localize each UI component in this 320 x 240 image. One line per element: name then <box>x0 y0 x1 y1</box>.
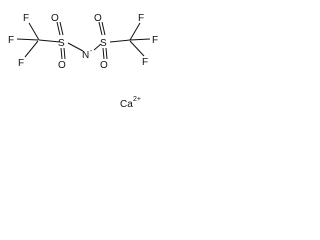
bond-s1-o2-a <box>60 47 63 60</box>
bond-c2-f5 <box>129 38 151 41</box>
atom-f4: F <box>138 13 144 24</box>
bond-c1-s1 <box>38 39 61 43</box>
atom-o3: O <box>94 13 102 24</box>
bond-f3-c1 <box>24 40 39 58</box>
bond-n-s2 <box>93 43 102 51</box>
bond-f1-c1 <box>28 22 40 41</box>
bond-c2-f6 <box>129 40 145 57</box>
bond-s1-o1-a <box>56 21 61 36</box>
chemical-structure: F F F S O O N - S O O F F F Ca 2+ <box>0 0 173 122</box>
atom-f1: F <box>23 13 29 24</box>
atom-f2: F <box>8 35 14 46</box>
atom-o1: O <box>51 13 59 24</box>
atom-n: N <box>82 50 89 61</box>
atom-f6: F <box>142 57 148 68</box>
bond-s1-o2-b <box>63 47 66 60</box>
calcium-charge: 2+ <box>133 96 141 103</box>
bond-s2-o4-b <box>105 47 108 60</box>
bond-s2-c2 <box>109 39 131 43</box>
atom-s1: S <box>58 38 65 49</box>
atom-o2: O <box>58 60 66 71</box>
bond-s2-o3-a <box>98 21 103 36</box>
bond-s2-o4-a <box>102 47 105 60</box>
structure-drawing: F F F S O O N - S O O F F F Ca 2+ <box>8 13 158 110</box>
calcium-ion: Ca <box>120 99 133 110</box>
atom-n-charge: - <box>90 48 93 55</box>
bond-f2-c1 <box>16 38 39 41</box>
atom-s2: S <box>100 38 107 49</box>
atom-o4: O <box>100 60 108 71</box>
bond-s2-o3-b <box>101 21 106 36</box>
bond-c2-f4 <box>129 22 141 41</box>
bond-s1-o1-b <box>59 21 64 36</box>
atom-f5: F <box>152 35 158 46</box>
atom-f3: F <box>18 58 24 69</box>
bond-s1-n <box>67 42 84 52</box>
